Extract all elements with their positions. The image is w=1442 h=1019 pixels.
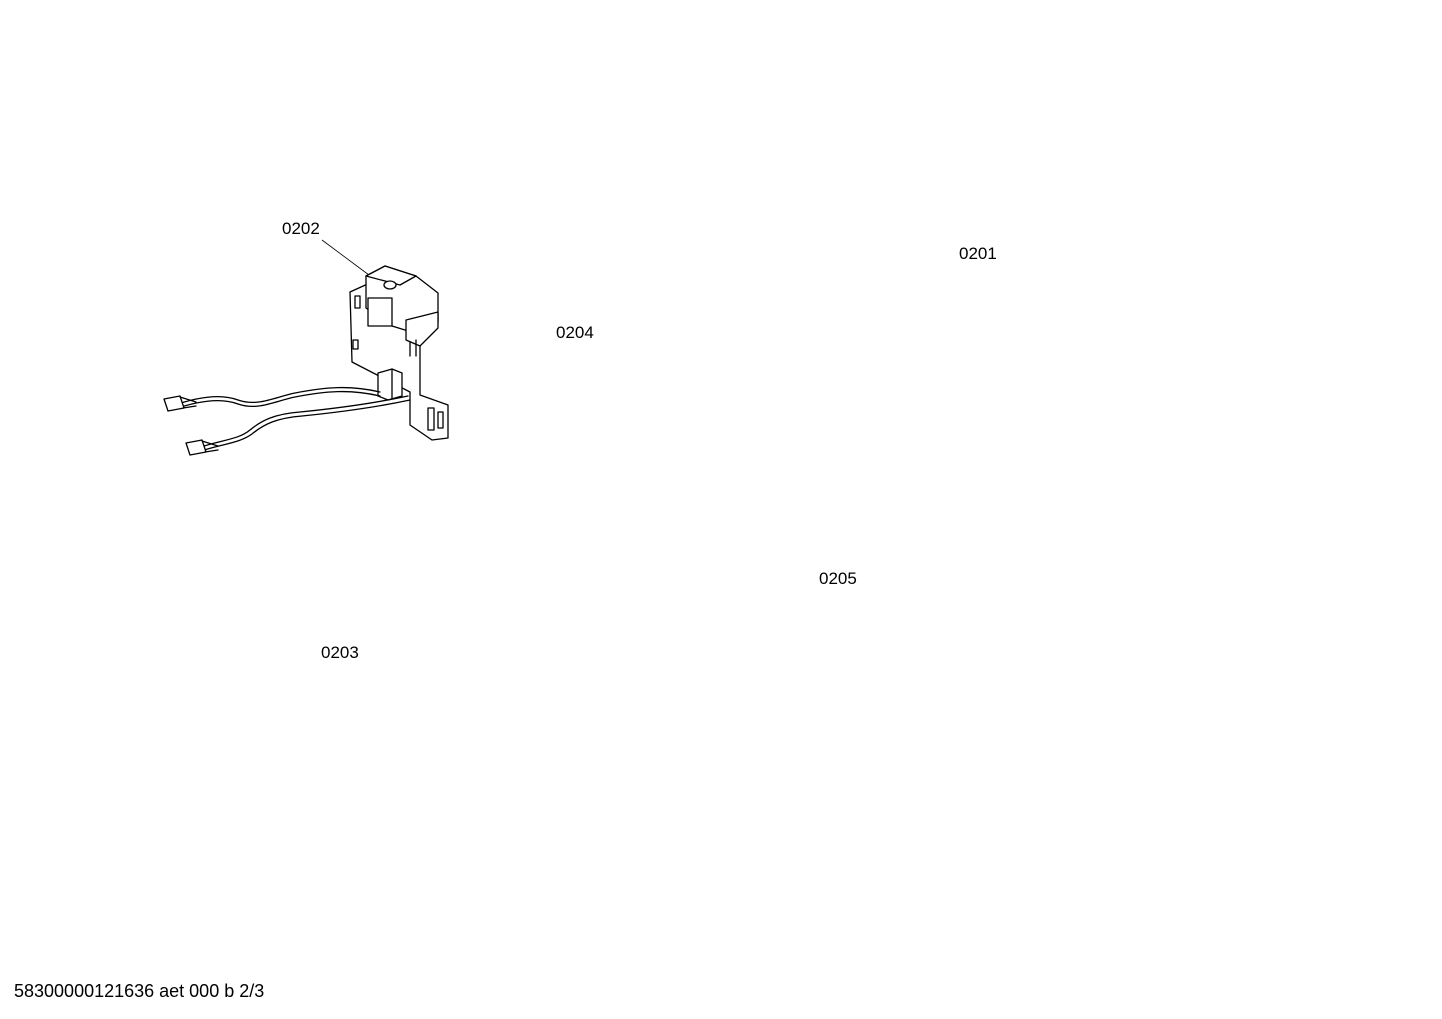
drawing-code: 58300000121636 aet 000 b 2/3 [14,981,265,1001]
part-number-0201: 0201 [959,244,997,263]
part-number-0203: 0203 [321,643,359,662]
part-number-0202: 0202 [282,219,320,238]
part-number-0205: 0205 [819,569,857,588]
part-0202-drawing [163,239,449,456]
part-number-0204: 0204 [556,323,594,342]
leader-line-0202 [321,239,378,282]
